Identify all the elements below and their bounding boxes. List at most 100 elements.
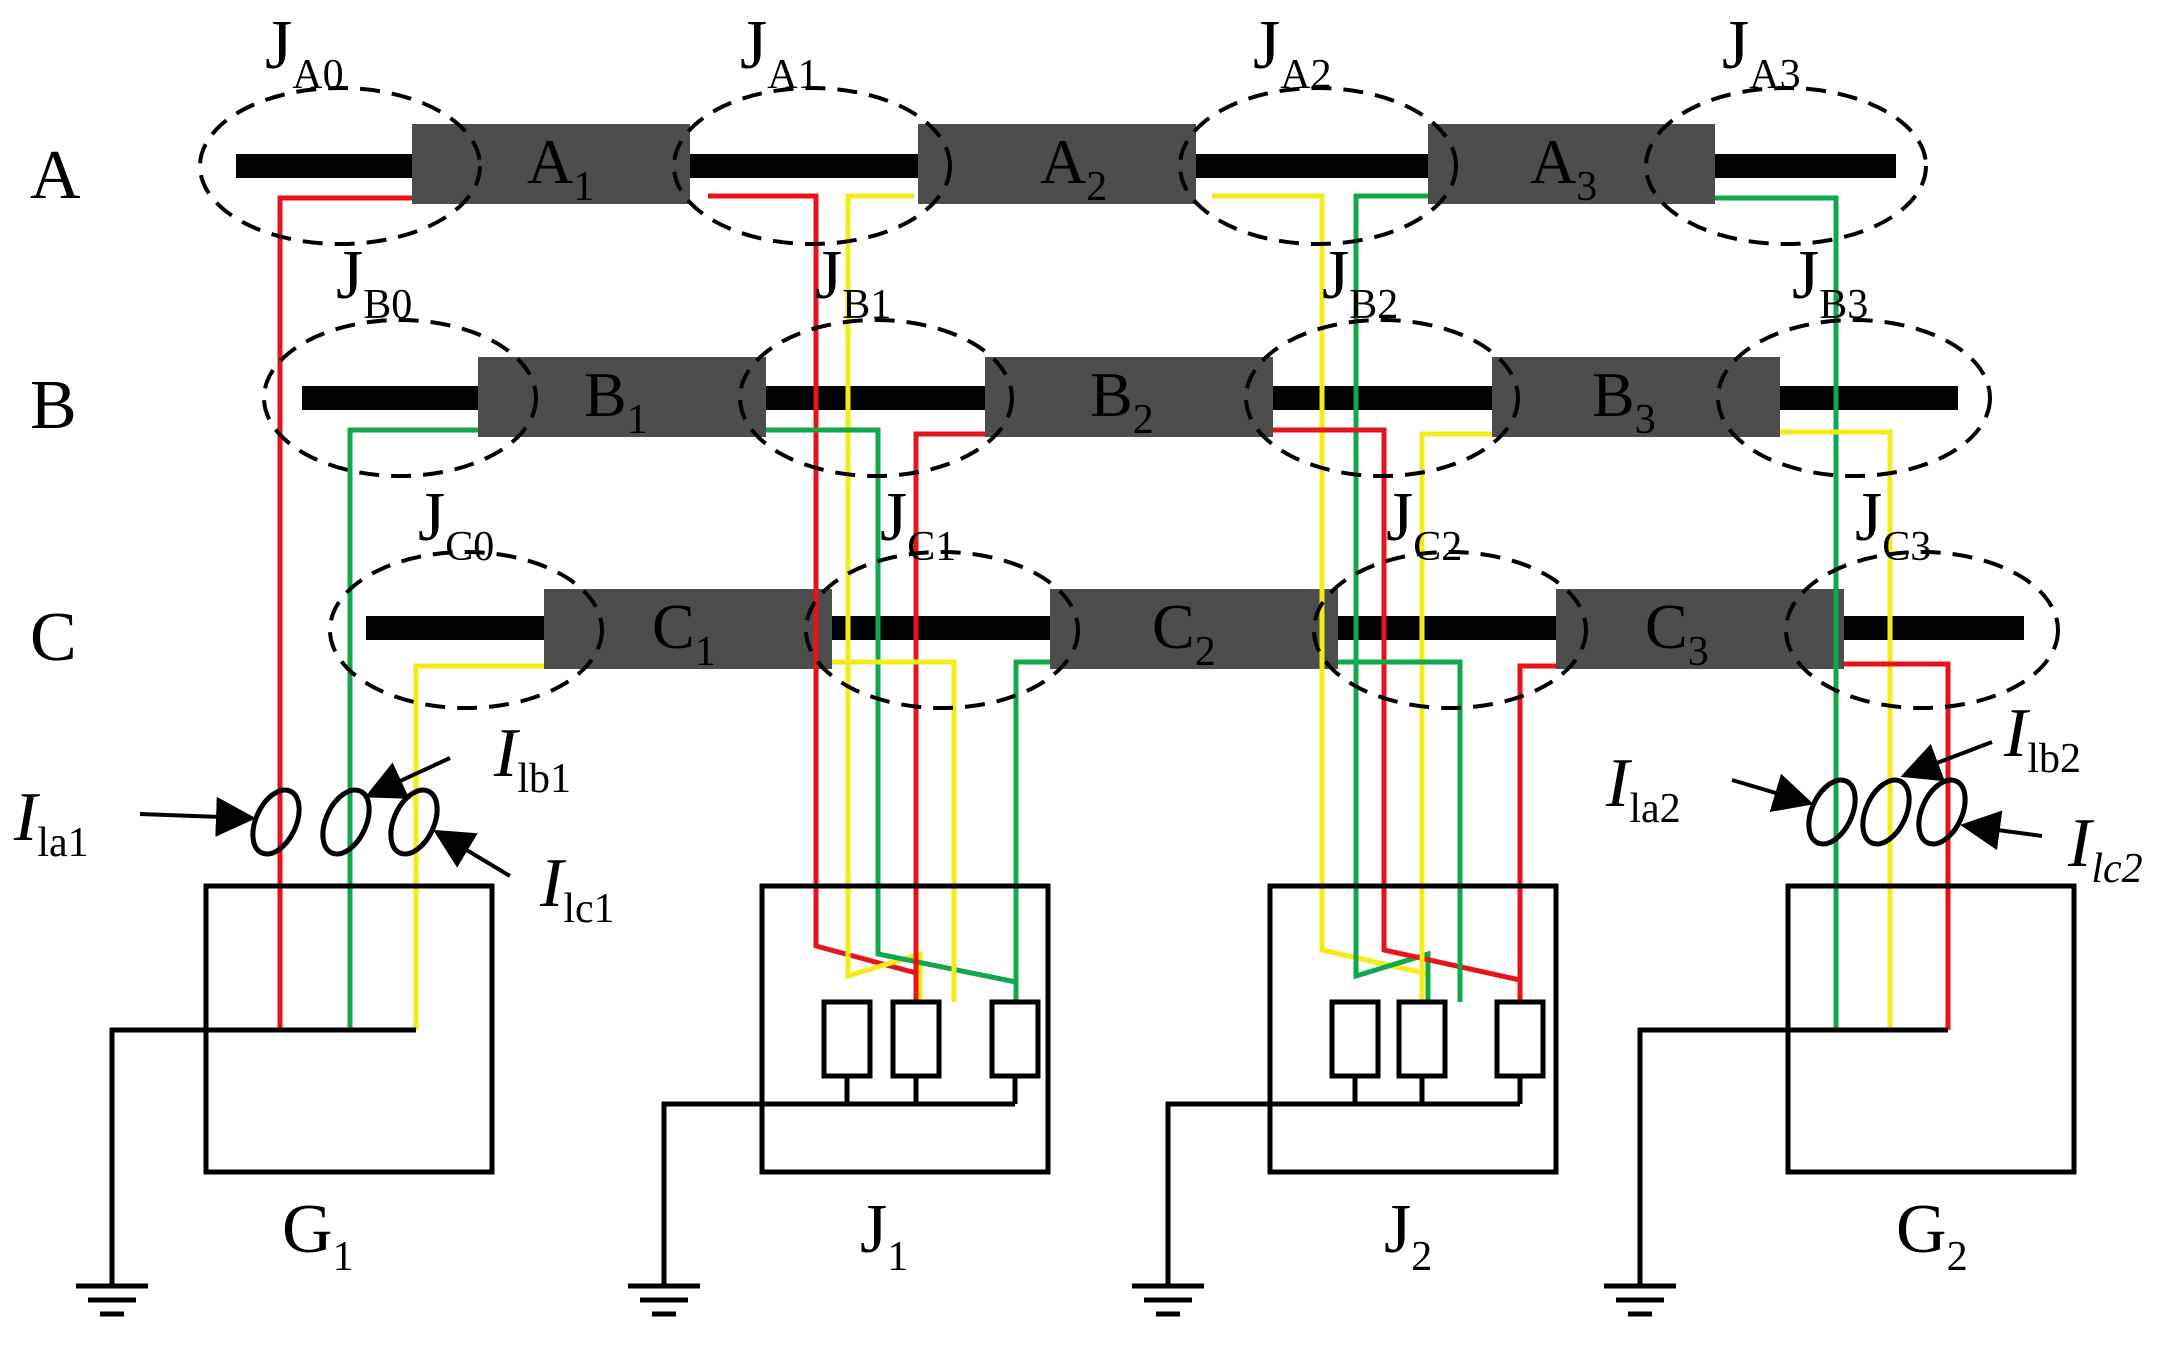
arrow-la1	[139, 796, 256, 837]
ground-lead-g1	[109, 1027, 416, 1284]
limiter-j1-2	[890, 999, 942, 1079]
grounding-leads	[109, 1027, 1948, 1284]
current-lc1-label: Ilc1	[539, 845, 615, 932]
wire-g1-green	[347, 427, 478, 1030]
joint-c0-label: JC0	[418, 479, 494, 570]
current-la1-label: Ila1	[13, 779, 89, 866]
ground-symbol-j2	[1132, 1283, 1204, 1317]
ground-symbol-j1	[628, 1283, 700, 1317]
joint-b0-label: JB0	[336, 237, 412, 328]
limiter-j2-1	[1329, 999, 1381, 1079]
joint-a2-label: JA2	[1253, 7, 1332, 98]
ct-lb1	[320, 787, 372, 857]
current-lb1-label: Ilb1	[493, 715, 571, 802]
svg-text:C1: C1	[652, 591, 716, 675]
current-lb2-label: Ilb2	[2003, 695, 2081, 782]
wire-j2-green-a	[1353, 193, 1431, 1002]
box-j2	[1267, 883, 1559, 1175]
joint-b1-label: JB1	[815, 237, 891, 328]
arrow-la2	[1731, 773, 1814, 813]
joint-a0-label: JA0	[265, 7, 344, 98]
ground-symbols	[76, 1283, 1676, 1317]
joint-b3-ellipse	[1716, 318, 1992, 478]
joint-c2-label: JC2	[1386, 479, 1462, 570]
box-g2-label: G2	[1896, 1191, 1968, 1280]
phase-b-row: B B1 B2 B3	[30, 357, 1958, 444]
svg-text:B1: B1	[584, 359, 648, 443]
phase-a-section-3: A3	[1428, 124, 1715, 210]
wire-j1-red-b	[913, 431, 985, 1002]
svg-text:A3: A3	[1530, 126, 1597, 210]
phase-c-row: C C1 C2 C3	[30, 589, 2024, 676]
current-labels: Ila1 Ilb1 Ilc1 Ila2 Ilb2 Ilc2	[13, 695, 2143, 932]
arrow-lb1	[364, 756, 451, 799]
phase-c-section-3: C3	[1556, 589, 1844, 675]
joint-c3-label: JC3	[1855, 479, 1931, 570]
ground-symbol-g2	[1604, 1283, 1676, 1317]
wire-g2-green	[1715, 195, 1839, 1030]
wire-j2-green-c	[1338, 659, 1463, 1002]
joint-a3-ellipse	[1644, 86, 1928, 246]
joint-a1-ellipse	[672, 86, 952, 246]
phase-a-label: A	[30, 137, 81, 214]
joint-a0-ellipse	[198, 86, 482, 246]
bonding-wires	[277, 193, 1951, 1030]
phase-a-section-2: A2	[918, 124, 1196, 210]
joint-b0-ellipse	[262, 318, 538, 478]
phase-b-label: B	[30, 367, 77, 444]
svg-text:B3: B3	[1592, 359, 1656, 443]
box-j2-label: J2	[1384, 1191, 1432, 1280]
arrow-lc2	[1960, 810, 2043, 851]
wire-j1-green-c	[1013, 659, 1050, 1002]
wire-j1-yellow-c	[832, 659, 957, 1002]
ct-lc1	[388, 787, 440, 857]
joint-a3-label: JA3	[1722, 7, 1801, 98]
svg-text:C2: C2	[1152, 591, 1216, 675]
joint-c3-ellipse	[1784, 550, 2060, 710]
svg-text:C3: C3	[1645, 591, 1709, 675]
wire-g1-red	[277, 195, 412, 1030]
phase-b-section-1: B1	[478, 357, 766, 443]
ground-lead-j2	[1165, 1101, 1520, 1284]
phase-b-section-3: B3	[1492, 357, 1780, 443]
current-arrows	[139, 740, 2043, 878]
limiter-j2-2	[1396, 999, 1448, 1079]
wire-g2-yellow	[1780, 429, 1893, 1030]
wire-g1-yellow	[413, 663, 544, 1030]
wire-j2-yellow-b	[1419, 431, 1492, 1002]
limiter-j2-3	[1494, 999, 1546, 1079]
wire-g2-red	[1844, 661, 1951, 1030]
joint-b1-ellipse	[738, 318, 1014, 478]
ground-lead-j1	[661, 1101, 1015, 1284]
joint-a2-ellipse	[1178, 86, 1458, 246]
joint-c0-ellipse	[328, 550, 604, 710]
joint-b2-label: JB2	[1322, 237, 1398, 328]
wire-j1-yellow-a	[845, 193, 923, 1002]
box-g1-label: G1	[282, 1191, 354, 1280]
phase-a-row: A A1 A2 A3	[30, 124, 1896, 214]
joint-c2-ellipse	[1312, 550, 1588, 710]
phase-a-section-1: A1	[412, 124, 690, 210]
current-sensors	[250, 777, 1968, 857]
svg-text:A2: A2	[1040, 126, 1107, 210]
box-j1	[759, 883, 1051, 1175]
joint-a1-label: JA1	[740, 7, 819, 98]
wire-j2-red-c	[1517, 663, 1556, 1002]
joint-b3-label: JB3	[1792, 237, 1868, 328]
joint-labels: JA0 JA1 JA2 JA3 JB0 JB1 JB2 JB3 JC0 JC1 …	[265, 7, 1931, 570]
joint-b2-ellipse	[1244, 318, 1520, 478]
box-labels: G1 J1 J2 G2	[282, 1191, 1968, 1280]
box-j1-label: J1	[860, 1191, 908, 1280]
ground-lead-g2	[1637, 1027, 1948, 1284]
limiter-j1-1	[821, 999, 873, 1079]
ct-lb2	[1860, 777, 1912, 847]
phase-c-section-1: C1	[544, 589, 832, 675]
phase-c-section-2: C2	[1050, 589, 1338, 675]
current-la2-label: Ila2	[1605, 745, 1681, 832]
current-lc2-label: Ilc2	[2067, 805, 2143, 892]
ct-la2	[1806, 777, 1858, 847]
surge-limiters	[821, 999, 1546, 1079]
phase-c-label: C	[30, 599, 77, 676]
svg-text:A1: A1	[527, 126, 594, 210]
